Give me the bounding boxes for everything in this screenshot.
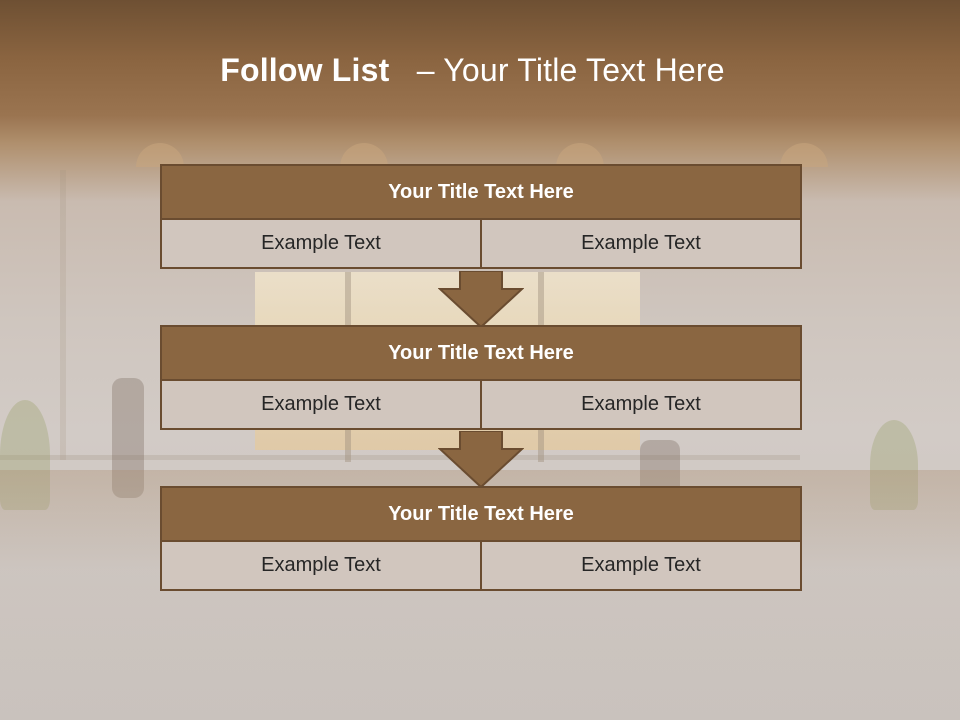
block-cell-left: Example Text <box>160 220 482 269</box>
plant-right <box>870 420 918 510</box>
block-header: Your Title Text Here <box>160 164 802 220</box>
follow-block-3: Your Title Text Here Example Text Exampl… <box>160 486 802 591</box>
down-arrow-icon <box>438 431 524 489</box>
title-rest: – Your Title Text Here <box>416 52 725 88</box>
block-row: Example Text Example Text <box>160 381 802 430</box>
block-row: Example Text Example Text <box>160 542 802 591</box>
follow-block-2: Your Title Text Here Example Text Exampl… <box>160 325 802 430</box>
window-transom <box>0 455 800 460</box>
office-chair <box>112 378 144 498</box>
title-bold: Follow List <box>220 52 390 88</box>
block-cell-left: Example Text <box>160 381 482 430</box>
block-cell-right: Example Text <box>482 542 802 591</box>
block-header: Your Title Text Here <box>160 325 802 381</box>
block-row: Example Text Example Text <box>160 220 802 269</box>
plant-left <box>0 400 50 510</box>
block-cell-right: Example Text <box>482 381 802 430</box>
follow-block-1: Your Title Text Here Example Text Exampl… <box>160 164 802 269</box>
down-arrow-icon <box>438 271 524 329</box>
block-cell-left: Example Text <box>160 542 482 591</box>
slide-title: Follow List – Your Title Text Here <box>0 52 945 89</box>
window-mullion <box>60 170 66 460</box>
block-header: Your Title Text Here <box>160 486 802 542</box>
block-cell-right: Example Text <box>482 220 802 269</box>
